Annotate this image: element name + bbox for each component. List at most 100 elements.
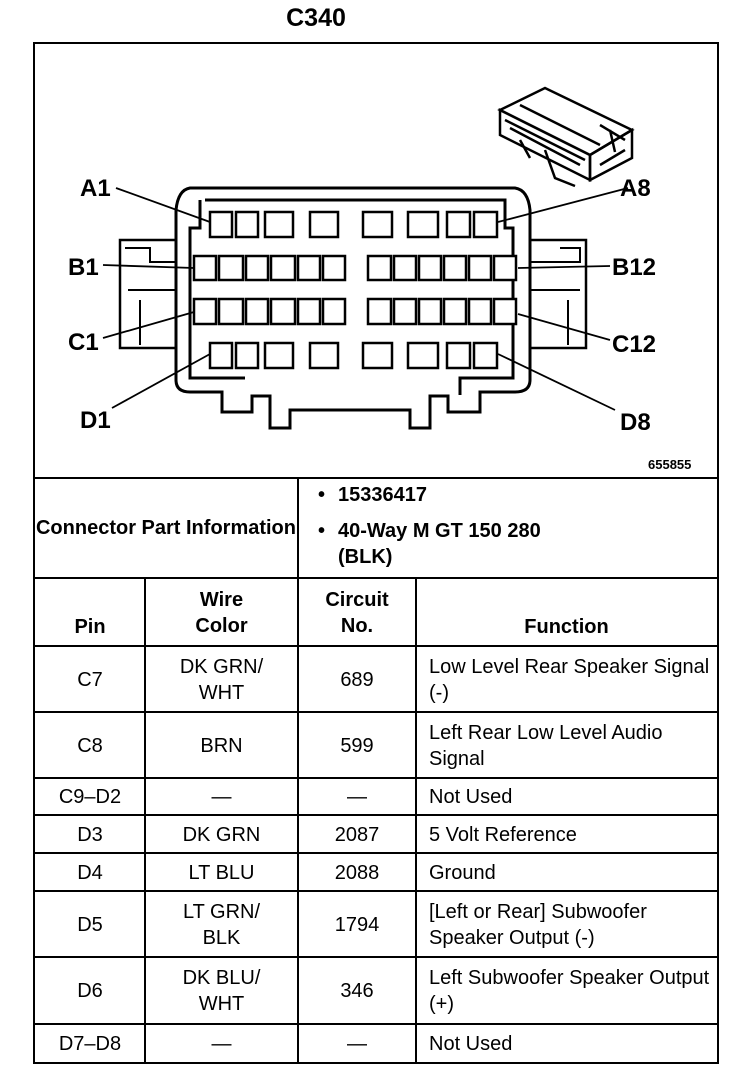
cavity-b11 xyxy=(467,254,493,282)
row-divider xyxy=(33,814,717,816)
cavity-d3 xyxy=(263,341,295,370)
cell-function: Left Rear Low Level Audio Signal xyxy=(429,721,663,770)
cavity-a4 xyxy=(308,210,340,239)
pin-labels: A1 A8 B1 B12 C1 C12 D1 D8 655855 xyxy=(68,175,691,472)
cell-function: Left Subwoofer Speaker Output (+) xyxy=(429,967,710,1015)
row-divider xyxy=(33,711,717,713)
terminal-cavities xyxy=(192,210,518,370)
connector-info-items: 15336417 40-Way M GT 150 280 (BLK) xyxy=(298,482,715,570)
cavity-b9 xyxy=(417,254,443,282)
cavity-b4 xyxy=(269,254,297,282)
cell-wire-color: LT GRN/ BLK xyxy=(182,900,261,949)
pin-label-b1: B1 xyxy=(68,254,99,281)
cell-circuit: — xyxy=(347,786,367,808)
pin-label-c12: C12 xyxy=(612,331,656,358)
cavity-d4 xyxy=(308,341,340,370)
cell-pin: D7–D8 xyxy=(58,1032,122,1055)
connector-perspective-illustration xyxy=(497,86,635,188)
cell-circuit: — xyxy=(347,1032,367,1055)
cell-wire-color: DK GRN xyxy=(182,823,261,846)
cavity-c6 xyxy=(321,297,347,326)
cell-pin: C8 xyxy=(77,734,103,757)
cavity-d6 xyxy=(406,341,440,370)
figure-number: 655855 xyxy=(648,457,691,472)
cell-pin: C7 xyxy=(77,668,103,691)
connector-frame xyxy=(33,42,719,1064)
header-function: Function xyxy=(524,616,609,638)
connector-title: C340 xyxy=(0,4,752,33)
cavity-d5 xyxy=(361,341,394,370)
row-divider xyxy=(33,890,717,892)
cavity-a3 xyxy=(263,210,295,239)
cavity-c4 xyxy=(269,297,297,326)
column-divider xyxy=(297,578,299,1062)
cell-pin: D4 xyxy=(77,861,103,884)
pin-label-c1: C1 xyxy=(68,329,99,356)
connector-info-label: Connector Part Information xyxy=(35,517,296,539)
leader-lines xyxy=(102,187,629,411)
cavity-c3 xyxy=(244,297,270,326)
cavity-c5 xyxy=(296,297,322,326)
row-divider xyxy=(33,852,717,854)
header-wire-color: Wire Color xyxy=(195,588,248,637)
cavity-b5 xyxy=(296,254,322,282)
column-divider xyxy=(415,578,417,1062)
title-text: C340 xyxy=(286,4,346,32)
pin-label-b12: B12 xyxy=(612,254,656,281)
cell-wire-color: BRN xyxy=(200,734,243,757)
cavity-b2 xyxy=(217,254,245,282)
pin-label-d8: D8 xyxy=(620,409,651,436)
cell-circuit: 1794 xyxy=(334,913,380,936)
cavity-b3 xyxy=(244,254,270,282)
cell-function: [Left or Rear] Subwoofer Speaker Output … xyxy=(429,900,647,949)
part-number: 15336417 xyxy=(298,482,715,508)
cell-pin: C9–D2 xyxy=(58,786,122,808)
cavity-a1 xyxy=(208,210,234,239)
cavity-b8 xyxy=(392,254,418,282)
cavity-a5 xyxy=(361,210,394,239)
cell-function: Ground xyxy=(429,861,496,884)
cavity-b10 xyxy=(442,254,468,282)
header-pin: Pin xyxy=(74,616,106,638)
connector-type: 40-Way M GT 150 280 (BLK) xyxy=(298,518,558,570)
cell-wire-color: LT BLU xyxy=(188,861,255,884)
cell-circuit: 2088 xyxy=(334,861,380,884)
cavity-c10 xyxy=(442,297,468,326)
pin-label-a8: A8 xyxy=(620,175,651,202)
cavity-c12 xyxy=(492,297,518,326)
cavity-c1 xyxy=(192,297,218,326)
cell-circuit: 346 xyxy=(340,980,374,1002)
cell-function: Not Used xyxy=(429,786,513,808)
cavity-a8 xyxy=(472,210,499,239)
cavity-b7 xyxy=(366,254,393,282)
cell-wire-color: DK BLU/ WHT xyxy=(182,967,261,1015)
row-divider xyxy=(33,645,717,647)
cell-pin: D3 xyxy=(77,823,103,846)
row-divider xyxy=(33,777,717,779)
cavity-a6 xyxy=(406,210,440,239)
cavity-d2 xyxy=(234,341,260,370)
column-divider xyxy=(144,578,146,1062)
pin-label-d1: D1 xyxy=(80,407,111,434)
cavity-a7 xyxy=(445,210,472,239)
header-circuit: Circuit No. xyxy=(325,588,389,637)
cell-circuit: 689 xyxy=(340,668,374,691)
pin-label-a1: A1 xyxy=(80,175,111,202)
cavity-c2 xyxy=(217,297,245,326)
cell-wire-color: DK GRN/ WHT xyxy=(179,655,264,704)
cell-wire-color: — xyxy=(211,786,232,808)
cavity-c11 xyxy=(467,297,493,326)
cell-circuit: 599 xyxy=(340,734,374,757)
cavity-b1 xyxy=(192,254,218,282)
cell-pin: D5 xyxy=(77,913,103,936)
row-divider xyxy=(33,1023,717,1025)
cavity-d8 xyxy=(472,341,499,370)
cavity-c8 xyxy=(392,297,418,326)
cavity-c7 xyxy=(366,297,393,326)
connector-diagram: A1 A8 B1 B12 C1 C12 D1 D8 655855 xyxy=(68,86,691,472)
cavity-b12 xyxy=(492,254,518,282)
cavity-c9 xyxy=(417,297,443,326)
cell-function: 5 Volt Reference xyxy=(429,823,577,846)
cell-function: Low Level Rear Speaker Signal (-) xyxy=(429,655,710,704)
divider xyxy=(33,477,717,479)
